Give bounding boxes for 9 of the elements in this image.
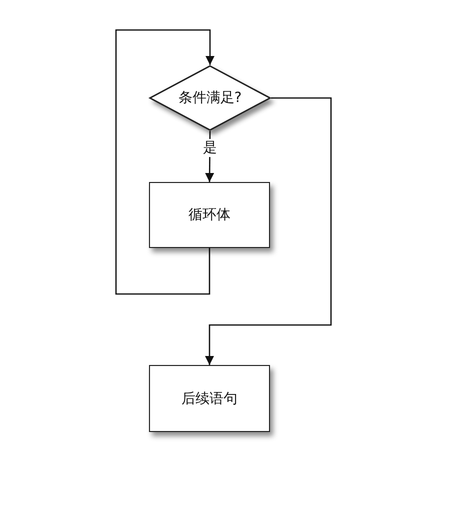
condition-text: 条件满足?	[178, 89, 242, 107]
process-box	[149, 182, 270, 248]
step-text: 循环体	[188, 206, 230, 224]
arrow	[205, 97, 332, 365]
process-box	[149, 365, 270, 432]
step-text: 后续语句	[182, 390, 238, 408]
edge-label: 是	[202, 139, 218, 157]
arrow	[115, 29, 214, 295]
decision-diamond	[149, 65, 271, 131]
